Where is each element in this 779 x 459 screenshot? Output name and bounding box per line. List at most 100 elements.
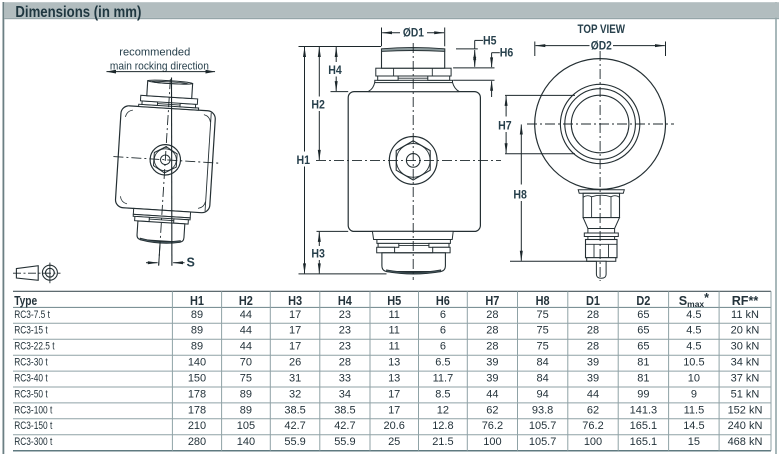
svg-text:H5: H5 [483,33,497,47]
svg-text:6: 6 [440,341,446,353]
svg-text:70: 70 [240,357,252,369]
svg-text:21.5: 21.5 [432,436,453,448]
svg-text:28: 28 [486,341,498,353]
svg-text:38.5: 38.5 [284,404,305,416]
svg-text:RC3-50 t: RC3-50 t [14,388,48,400]
svg-text:H7: H7 [485,294,499,308]
svg-text:12.8: 12.8 [432,420,453,432]
svg-text:ØD1: ØD1 [403,27,425,39]
svg-text:S: S [187,255,195,269]
svg-text:H2: H2 [311,98,325,112]
svg-text:11.5: 11.5 [684,404,705,416]
svg-text:RC3-15 t: RC3-15 t [14,325,48,337]
svg-text:32: 32 [289,388,301,400]
svg-text:4.5: 4.5 [686,309,701,321]
svg-text:main rocking direction: main rocking direction [110,61,209,73]
svg-text:H3: H3 [288,294,302,308]
svg-text:62: 62 [486,404,498,416]
svg-text:ØD2: ØD2 [591,40,612,52]
svg-text:12: 12 [437,404,449,416]
svg-text:11.7: 11.7 [433,373,454,385]
svg-text:RC3-30 t: RC3-30 t [14,357,48,369]
svg-text:TOP VIEW: TOP VIEW [578,24,626,36]
svg-text:178: 178 [188,388,206,400]
svg-text:9: 9 [691,388,697,400]
svg-text:11: 11 [388,341,399,353]
svg-text:55.9: 55.9 [334,436,355,448]
svg-text:28: 28 [486,309,498,321]
svg-text:Type: Type [14,294,37,308]
svg-text:17: 17 [289,341,301,353]
svg-text:RF**: RF** [732,294,759,308]
svg-text:H1: H1 [297,153,311,167]
svg-text:84: 84 [536,373,548,385]
svg-text:RC3-100 t: RC3-100 t [14,404,52,416]
svg-text:105.7: 105.7 [529,436,557,448]
svg-text:34: 34 [339,388,351,400]
svg-text:31: 31 [289,373,301,385]
svg-text:44: 44 [240,325,252,337]
svg-text:20 kN: 20 kN [731,325,760,337]
svg-text:4.5: 4.5 [686,341,701,353]
svg-text:75: 75 [536,341,548,353]
svg-text:100: 100 [483,436,501,448]
svg-text:26: 26 [289,357,301,369]
svg-text:6: 6 [440,325,446,337]
svg-text:210: 210 [188,420,206,432]
svg-text:20.6: 20.6 [383,420,404,432]
svg-text:65: 65 [637,309,649,321]
svg-text:RC3-7.5 t: RC3-7.5 t [14,309,50,321]
svg-text:23: 23 [339,341,351,353]
svg-text:28: 28 [486,325,498,337]
svg-text:39: 39 [587,373,599,385]
svg-text:468 kN: 468 kN [728,436,763,448]
svg-text:17: 17 [388,404,400,416]
svg-text:34 kN: 34 kN [731,357,760,369]
svg-text:H8: H8 [536,294,550,308]
svg-text:recommended: recommended [119,47,190,59]
svg-text:28: 28 [339,357,351,369]
svg-text:H6: H6 [500,46,514,60]
svg-text:240 kN: 240 kN [728,420,763,432]
svg-text:17: 17 [289,325,301,337]
svg-text:76.2: 76.2 [582,420,603,432]
svg-text:23: 23 [339,309,351,321]
svg-text:89: 89 [191,341,203,353]
svg-text:51 kN: 51 kN [731,388,760,400]
svg-text:89: 89 [240,404,252,416]
svg-text:140: 140 [237,436,255,448]
svg-text:42.7: 42.7 [334,420,355,432]
svg-text:11: 11 [388,325,399,337]
svg-text:23: 23 [339,325,351,337]
svg-text:D2: D2 [636,294,650,308]
svg-text:165.1: 165.1 [630,436,658,448]
svg-text:33: 33 [339,373,351,385]
svg-text:RC3-22.5 t: RC3-22.5 t [14,341,54,353]
svg-text:4.5: 4.5 [686,325,701,337]
svg-text:105: 105 [237,420,255,432]
svg-text:15: 15 [688,436,700,448]
svg-text:H5: H5 [387,294,401,308]
svg-text:6.5: 6.5 [435,357,450,369]
svg-text:H1: H1 [190,294,204,308]
svg-text:D1: D1 [586,294,600,308]
svg-text:62: 62 [587,404,599,416]
svg-text:28: 28 [587,309,599,321]
svg-text:44: 44 [240,341,252,353]
svg-text:55.9: 55.9 [284,436,305,448]
svg-text:H7: H7 [498,119,512,133]
svg-text:39: 39 [486,373,498,385]
svg-text:Dimensions (in mm): Dimensions (in mm) [15,4,141,21]
svg-text:39: 39 [486,357,498,369]
svg-text:105.7: 105.7 [529,420,557,432]
svg-text:75: 75 [240,373,252,385]
svg-text:100: 100 [584,436,602,448]
svg-text:H2: H2 [239,294,253,308]
svg-text:39: 39 [587,357,599,369]
svg-text:13: 13 [388,373,400,385]
svg-text:93.8: 93.8 [532,404,553,416]
svg-text:H4: H4 [328,63,342,77]
svg-text:10: 10 [688,373,700,385]
svg-text:165.1: 165.1 [630,420,658,432]
svg-text:25: 25 [388,436,400,448]
